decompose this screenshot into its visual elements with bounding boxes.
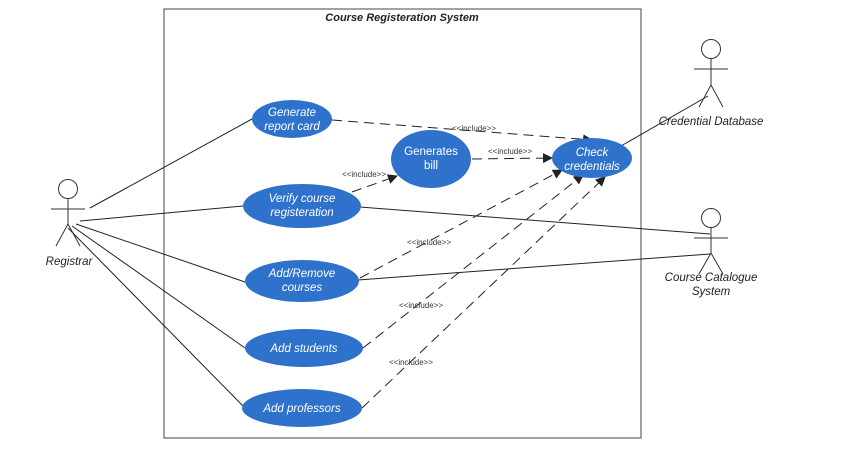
include-line-verify-bill (351, 174, 398, 193)
actor-right-leg (710, 252, 724, 275)
actor-registrar-label: Registrar (46, 256, 94, 268)
use-case-label: report card (264, 121, 320, 133)
assoc-verify-catalogue (359, 206, 711, 235)
use-case-label: Generates (404, 146, 458, 158)
use-case-label: Generate (268, 107, 316, 119)
use-case-generates-bill[interactable]: Generates bill (391, 130, 471, 188)
actor-left-leg (55, 223, 69, 247)
actor-registrar[interactable]: Registrar (46, 179, 94, 269)
include-label-verify-bill: <<include>> (342, 170, 386, 179)
use-case-label: Verify course (269, 193, 336, 205)
include-label-bill-check: <<include>> (488, 147, 532, 156)
use-case-add-remove-courses[interactable]: Add/Remove courses (245, 260, 359, 302)
system-boundary (163, 8, 642, 439)
assoc-registrar-professors (67, 227, 246, 409)
actor-right-leg (67, 223, 81, 247)
use-case-label: registeration (270, 207, 333, 219)
use-case-label: credentials (564, 161, 620, 173)
assoc-registrar-report (89, 118, 253, 209)
include-label-professors-check: <<include>> (389, 358, 433, 367)
system-title: Course Registeration System (325, 12, 479, 24)
use-case-label: Add professors (262, 403, 341, 415)
include-line-addremove-check (359, 169, 563, 279)
actor-head (701, 208, 721, 228)
use-case-label: courses (282, 282, 323, 294)
use-case-add-students[interactable]: Add students (245, 329, 363, 367)
use-case-check-credentials[interactable]: Check credentials (552, 138, 632, 178)
actor-head (58, 179, 78, 199)
include-line-professors-check (361, 176, 606, 409)
use-case-label: Check (576, 147, 610, 159)
use-case-verify-course-registration[interactable]: Verify course registeration (243, 184, 361, 228)
use-case-generate-report-card[interactable]: Generate report card (252, 100, 332, 138)
include-label-students-check: <<include>> (399, 301, 443, 310)
include-line-report-check (331, 119, 593, 145)
actor-credential-database[interactable]: Credential Database (659, 39, 764, 129)
include-line-bill-check (471, 153, 553, 164)
actor-credential-database-label: Credential Database (659, 116, 764, 128)
assoc-registrar-addremove (75, 223, 246, 283)
assoc-check-credentialdb (620, 95, 709, 147)
assoc-addremove-catalogue (357, 253, 711, 281)
include-line-students-check (362, 174, 584, 349)
actor-left-leg (698, 252, 712, 275)
use-case-label: bill (424, 160, 438, 172)
use-case-label: Add/Remove (268, 268, 335, 280)
assoc-registrar-verify (79, 205, 244, 222)
actor-head (701, 39, 721, 59)
actor-right-leg (710, 84, 724, 108)
actor-left-leg (698, 84, 712, 108)
actor-course-catalogue-system[interactable]: Course Catalogue System (665, 208, 758, 299)
actor-course-catalogue-label-line1: Course Catalogue (665, 272, 758, 284)
assoc-registrar-students (71, 225, 246, 349)
include-label-report-check: <<include>> (452, 124, 496, 133)
include-label-addremove-check: <<include>> (407, 238, 451, 247)
use-case-add-professors[interactable]: Add professors (242, 389, 362, 427)
use-case-label: Add students (269, 343, 337, 355)
actor-course-catalogue-label-line2: System (692, 286, 731, 298)
